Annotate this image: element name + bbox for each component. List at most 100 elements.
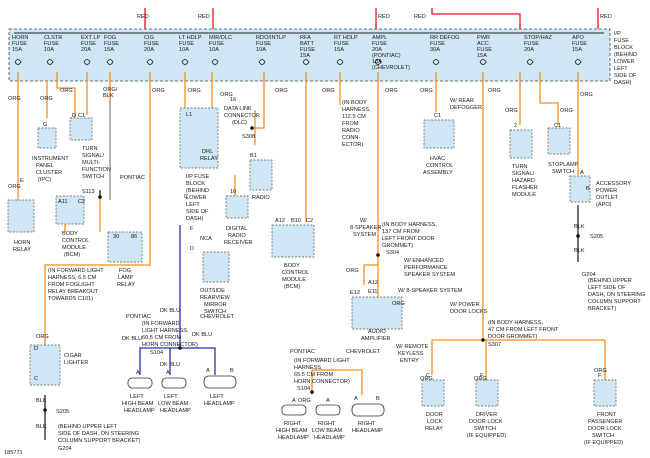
svg-text:G204: G204 [582,272,596,278]
svg-text:ORG: ORG [580,92,593,98]
svg-text:B: B [376,396,380,402]
fuse-symbol [574,59,582,65]
svg-text:RELAY: RELAY [117,282,135,288]
passenger-door-lock-switch: FRONT PASSENGER DOOR LOCK SWITCH (IF EQU… [584,379,623,446]
svg-text:A: A [136,370,140,376]
svg-text:HVAC: HVAC [430,156,445,162]
fuse-label: FOG [104,35,116,41]
fuse-label: 10A [372,59,382,65]
fuse-label: 20A [524,47,534,53]
svg-text:SIDE OF: SIDE OF [186,209,209,215]
red-label-4: RED [414,14,426,20]
svg-text:KEYLESS: KEYLESS [398,351,424,357]
svg-text:S205: S205 [590,234,603,240]
svg-text:S113: S113 [82,189,95,195]
svg-text:(IN FORWARD LIGHT: (IN FORWARD LIGHT [48,268,104,274]
svg-text:A11: A11 [58,199,68,205]
svg-text:LEFT: LEFT [130,394,144,400]
svg-text:RELAY BREAKOUT: RELAY BREAKOUT [48,289,99,295]
svg-text:47 CM FROM LEFT FRONT: 47 CM FROM LEFT FRONT [488,327,559,333]
svg-text:ORG: ORG [474,376,487,382]
svg-text:FOG: FOG [119,268,131,274]
svg-text:PASSENGER: PASSENGER [588,419,622,425]
left-high-beam-headlamp: LEFT HIGH BEAM HEADLAMP [122,377,155,414]
fuse-symbol [526,59,534,65]
svg-text:DASH): DASH) [614,80,632,86]
svg-text:INSTRUMENT: INSTRUMENT [32,156,69,162]
svg-text:GROMMET): GROMMET) [382,243,413,249]
svg-text:C: C [426,373,430,379]
svg-text:SYSTEM: SYSTEM [353,232,376,238]
svg-text:HAZARD: HAZARD [512,178,535,184]
svg-text:MODULE: MODULE [512,192,536,198]
svg-text:RELAY: RELAY [425,426,443,432]
fuse-label: RFA [300,35,311,41]
accessory-power-outlet: ACCESSORY POWER OUTLET (APO) [569,175,631,208]
svg-text:2: 2 [514,123,517,129]
svg-text:D: D [72,113,76,119]
body-control-module-2: BODY CONTROL MODULE (BCM) [271,224,315,290]
svg-text:ENTRY: ENTRY [400,358,419,364]
svg-text:BODY: BODY [284,263,300,269]
svg-text:CIGAR: CIGAR [64,353,82,359]
fuse-block-label: I/P FUSE BLOCK (BEHIND LOWER LEFT SIDE O… [614,31,637,86]
svg-text:FUNCTION: FUNCTION [82,167,111,173]
svg-text:(IN BODY HARNESS,: (IN BODY HARNESS, [382,222,437,228]
fuse-label: FUSE [430,41,445,47]
instrument-panel-cluster: INSTRUMENT PANEL CLUSTER (IPC) [32,127,69,183]
svg-text:LEFT: LEFT [614,66,628,72]
svg-text:HEADLAMP: HEADLAMP [314,435,345,441]
fuse-label: FUSE [104,41,119,47]
figure-id: 185771 [4,450,23,456]
svg-text:I/P FUSE: I/P FUSE [186,174,209,180]
svg-text:HORN CONNECTOR): HORN CONNECTOR) [294,379,350,385]
svg-text:ORG: ORG [152,88,165,94]
svg-text:C: C [184,194,188,200]
battery-feeds: RED RED RED RED RED [137,8,612,30]
svg-text:NCA: NCA [200,236,212,242]
fuse-label: 20A [144,47,154,53]
svg-text:MODULE: MODULE [62,245,86,251]
horn-relay: HORN RELAY [7,199,35,253]
fuse-label: CLSTR [44,35,62,41]
svg-text:(IPC): (IPC) [38,177,51,183]
svg-text:A: A [326,398,330,404]
svg-text:BLOCK: BLOCK [614,45,633,51]
fuse-label: FUSE [572,41,587,47]
svg-text:LEFT: LEFT [186,202,200,208]
svg-text:SIGNAL/: SIGNAL/ [512,171,535,177]
svg-text:COLUMN SUPPORT: COLUMN SUPPORT [588,299,641,305]
fuse-symbol [336,59,344,65]
svg-text:L1: L1 [186,112,192,118]
svg-text:HEADLAMP: HEADLAMP [160,408,191,414]
svg-text:(APO): (APO) [596,202,612,208]
svg-text:CHEVROLET: CHEVROLET [200,314,235,320]
fuse-symbol [14,59,22,65]
svg-text:HEADLAMP: HEADLAMP [352,428,383,434]
svg-text:RIGHT: RIGHT [358,421,376,427]
svg-text:DK BLU: DK BLU [160,362,180,368]
fog-lamp-relay: FOG LAMP RELAY [107,231,143,288]
svg-text:C2: C2 [306,218,313,224]
svg-text:30: 30 [113,234,119,240]
radio: RADIO [249,159,273,201]
ip-fuse-block [8,28,611,82]
svg-text:SWITCH: SWITCH [204,309,226,315]
svg-text:ORG: ORG [8,184,21,190]
svg-text:8-SPEAKER: 8-SPEAKER [350,225,381,231]
svg-text:E12: E12 [350,290,360,296]
svg-text:W/ REMOTE: W/ REMOTE [396,344,429,350]
svg-text:(BEHIND: (BEHIND [186,188,209,194]
svg-text:ECTOR): ECTOR) [342,142,363,148]
svg-text:S308: S308 [242,134,255,140]
svg-text:S104: S104 [150,350,163,356]
svg-text:G: G [43,122,47,128]
svg-text:112.5 CM: 112.5 CM [342,114,366,120]
svg-text:HARNESS, 6.5 CM: HARNESS, 6.5 CM [48,275,97,281]
svg-text:C: C [34,376,38,382]
fuse-symbol [479,59,487,65]
svg-text:A: A [206,368,210,374]
